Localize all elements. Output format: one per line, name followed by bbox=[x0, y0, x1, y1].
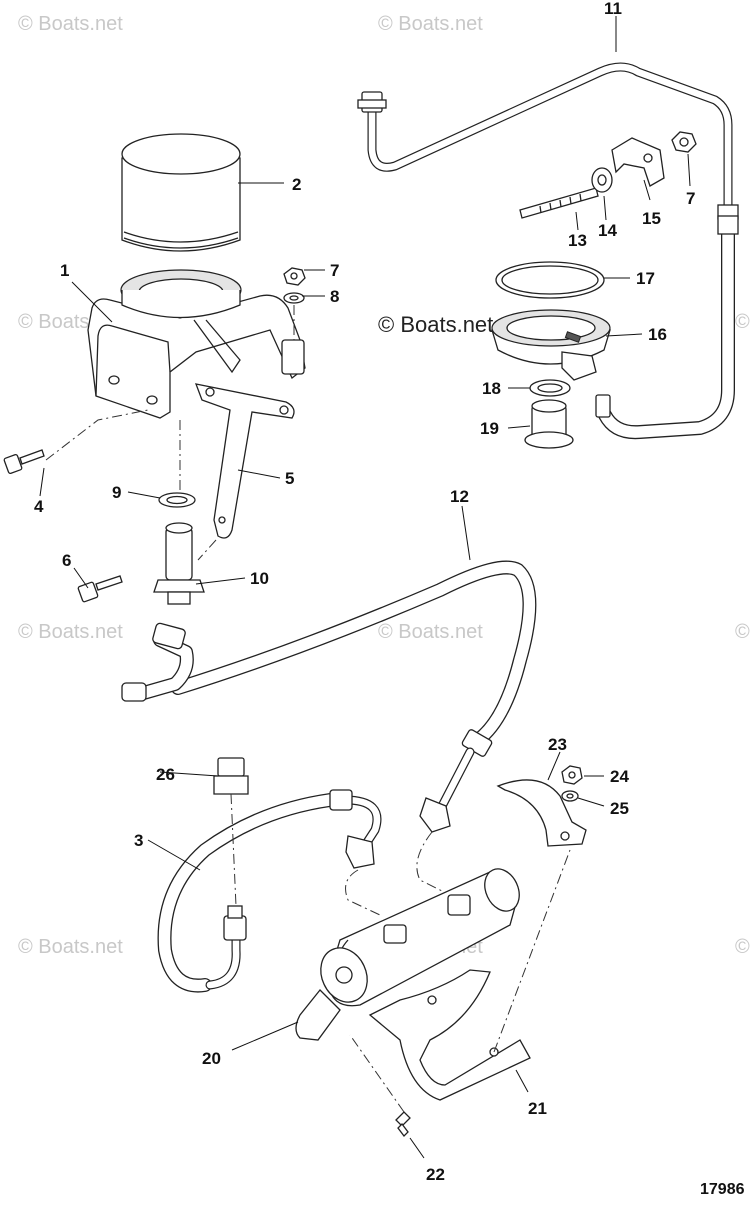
assembly-line bbox=[349, 1034, 405, 1113]
callout-18: 18 bbox=[482, 379, 501, 398]
part-3-hose bbox=[157, 789, 382, 993]
assembly-line bbox=[197, 539, 217, 561]
callout-22: 22 bbox=[426, 1165, 445, 1184]
callout-20: 20 bbox=[202, 1049, 221, 1068]
part-2-filter bbox=[121, 133, 241, 252]
callout-10: 10 bbox=[250, 569, 269, 588]
assembly-line bbox=[45, 409, 149, 461]
part-13-stud bbox=[519, 187, 599, 219]
callout-5: 5 bbox=[285, 469, 294, 488]
callout-4: 4 bbox=[34, 497, 44, 516]
callout-2: 2 bbox=[292, 175, 301, 194]
part-20-cooler bbox=[295, 868, 520, 1041]
part-26-fitting bbox=[213, 757, 249, 795]
assembly-line bbox=[345, 869, 381, 916]
part-6-bolt bbox=[77, 575, 123, 603]
part-10-fitting bbox=[153, 522, 205, 605]
part-25-washer bbox=[561, 790, 579, 802]
watermark-text: © Boats.net bbox=[18, 13, 123, 35]
callout-14: 14 bbox=[598, 221, 617, 240]
part-15-clamp bbox=[611, 137, 665, 187]
watermark-text: © bbox=[735, 621, 750, 643]
part-4-bolt bbox=[3, 449, 45, 474]
callout-7-right: 7 bbox=[686, 189, 695, 208]
part-12-hose bbox=[121, 560, 537, 833]
leader-lines bbox=[39, 16, 691, 1159]
watermark-text: © Boats.net bbox=[378, 621, 483, 643]
diagram-number: 17986 bbox=[700, 1181, 745, 1198]
part-19-fitting bbox=[524, 399, 574, 449]
callout-8: 8 bbox=[330, 287, 339, 306]
part-22-screw bbox=[395, 1111, 411, 1137]
part-7-nut-left bbox=[283, 267, 306, 286]
callout-25: 25 bbox=[610, 799, 629, 818]
callout-13: 13 bbox=[568, 231, 587, 250]
callout-15: 15 bbox=[642, 209, 661, 228]
callout-3: 3 bbox=[134, 831, 143, 850]
watermark-text: © Boats.net bbox=[18, 936, 123, 958]
callout-11: 11 bbox=[604, 0, 622, 18]
callout-1: 1 bbox=[60, 261, 69, 280]
part-17-o-ring bbox=[495, 261, 605, 299]
callout-19: 19 bbox=[480, 419, 499, 438]
part-18-washer bbox=[529, 379, 571, 397]
callout-labels: 2 1 7 8 5 9 10 6 4 11 13 14 15 7 17 16 1… bbox=[34, 0, 695, 1184]
callout-7-left: 7 bbox=[330, 261, 339, 280]
part-9-washer bbox=[158, 492, 196, 508]
callout-9: 9 bbox=[112, 483, 121, 502]
callout-24: 24 bbox=[610, 767, 629, 786]
callout-17: 17 bbox=[636, 269, 655, 288]
watermark-text: © bbox=[735, 311, 750, 333]
watermark-text: © Boats.net bbox=[18, 621, 123, 643]
part-5-support bbox=[194, 383, 295, 539]
part-21-clamp bbox=[368, 969, 531, 1101]
hose-to-fitting bbox=[595, 215, 739, 440]
part-7-nut-right bbox=[671, 131, 697, 153]
assembly-line bbox=[416, 831, 451, 896]
part-14-washer bbox=[591, 167, 613, 193]
part-23-clamp bbox=[496, 779, 587, 847]
callout-6: 6 bbox=[62, 551, 71, 570]
callout-16: 16 bbox=[648, 325, 667, 344]
part-24-nut bbox=[561, 765, 583, 785]
assembly-line bbox=[230, 793, 237, 907]
callout-12: 12 bbox=[450, 487, 469, 506]
watermark-text: © Boats.net bbox=[378, 13, 483, 35]
part-16-filter-head bbox=[491, 309, 611, 381]
callout-23: 23 bbox=[548, 735, 567, 754]
watermark-center: © Boats.net bbox=[378, 312, 493, 337]
callout-21: 21 bbox=[528, 1099, 547, 1118]
part-8-washer bbox=[283, 292, 305, 304]
assembly-line bbox=[493, 849, 571, 1053]
watermark-text: © bbox=[735, 936, 750, 958]
callout-26: 26 bbox=[156, 765, 175, 784]
part-1-bracket bbox=[87, 269, 306, 419]
